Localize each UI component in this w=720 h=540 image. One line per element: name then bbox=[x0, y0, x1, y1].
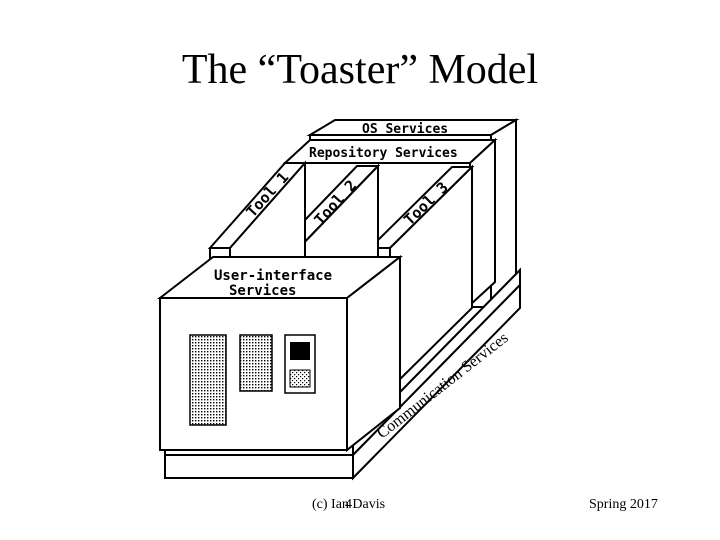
stippled-panel-left bbox=[189, 334, 227, 426]
ui-services-label-line2: Services bbox=[229, 283, 296, 299]
footer-author: (c) Ian Davis bbox=[312, 497, 386, 512]
black-square-indicator bbox=[290, 342, 310, 360]
ui-services-label-line1: User-interface bbox=[214, 268, 332, 284]
stippled-square-indicator bbox=[289, 369, 311, 388]
os-services-label: OS Services bbox=[362, 122, 448, 137]
ui-panel-controls bbox=[189, 334, 316, 426]
repository-services-label: Repository Services bbox=[309, 146, 458, 161]
stippled-panel-center bbox=[239, 334, 273, 392]
page-number: 4 bbox=[345, 497, 352, 512]
slide-title: The “Toaster” Model bbox=[181, 47, 539, 93]
footer-term: Spring 2017 bbox=[589, 497, 658, 512]
